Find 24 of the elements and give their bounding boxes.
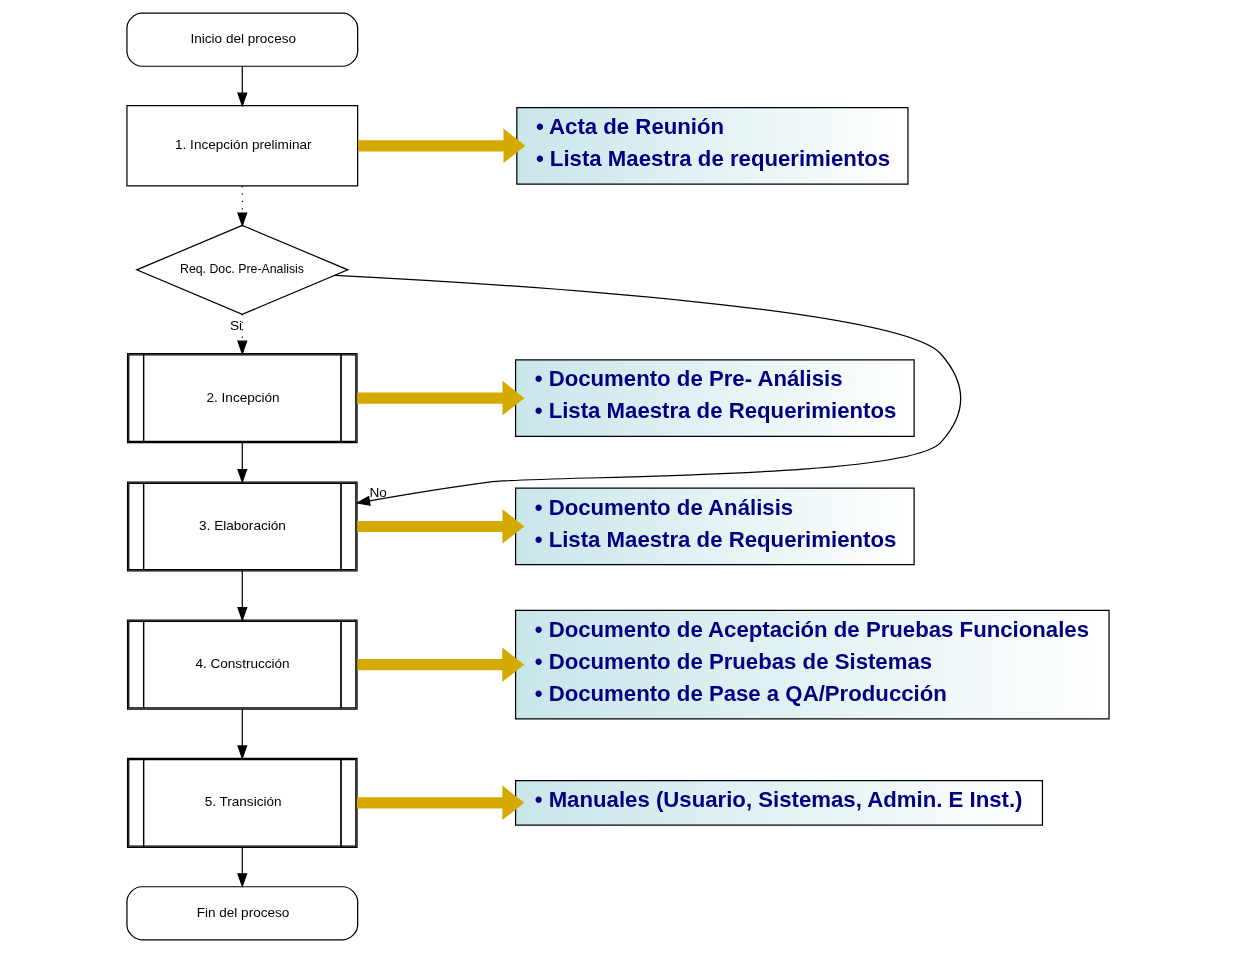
arrow (236, 708, 247, 761)
edge-label: Si (229, 317, 242, 333)
node-box: • Documento de Análisis • Lista Maestra de Requerimientos (514, 487, 915, 566)
arrow (236, 65, 247, 108)
arrow (357, 128, 525, 164)
arrow (357, 647, 524, 682)
arrow (236, 313, 247, 356)
node-diamond: Req. Doc. Pre-Analisis (134, 224, 349, 315)
arrow (236, 570, 247, 622)
node-box: Fin del proceso (125, 886, 358, 941)
arrow (236, 442, 247, 484)
node-box: 1. Incepción preliminar (125, 105, 358, 187)
node-box: • Documento de Pre- Análisis • Lista Maestra de Requerimientos (514, 359, 915, 437)
arrow (356, 380, 524, 416)
arrow (333, 274, 961, 506)
arrow (356, 509, 524, 544)
node-box: Inicio del proceso (125, 12, 358, 67)
node-box: • Documento de Aceptación de Pruebas Funcionales • Documento de Pruebas de Sistemas • Documento de Pase a QA/Producción (514, 609, 1110, 720)
arrow (236, 185, 247, 228)
node-box: • Manuales (Usuario, Sistemas, Admin. E Inst.) (514, 780, 1043, 826)
arrow (356, 785, 524, 821)
edge-label: No (369, 484, 387, 500)
arrow (236, 846, 247, 888)
node-box: • Acta de Reunión • Lista Maestra de requerimientos (515, 106, 909, 185)
